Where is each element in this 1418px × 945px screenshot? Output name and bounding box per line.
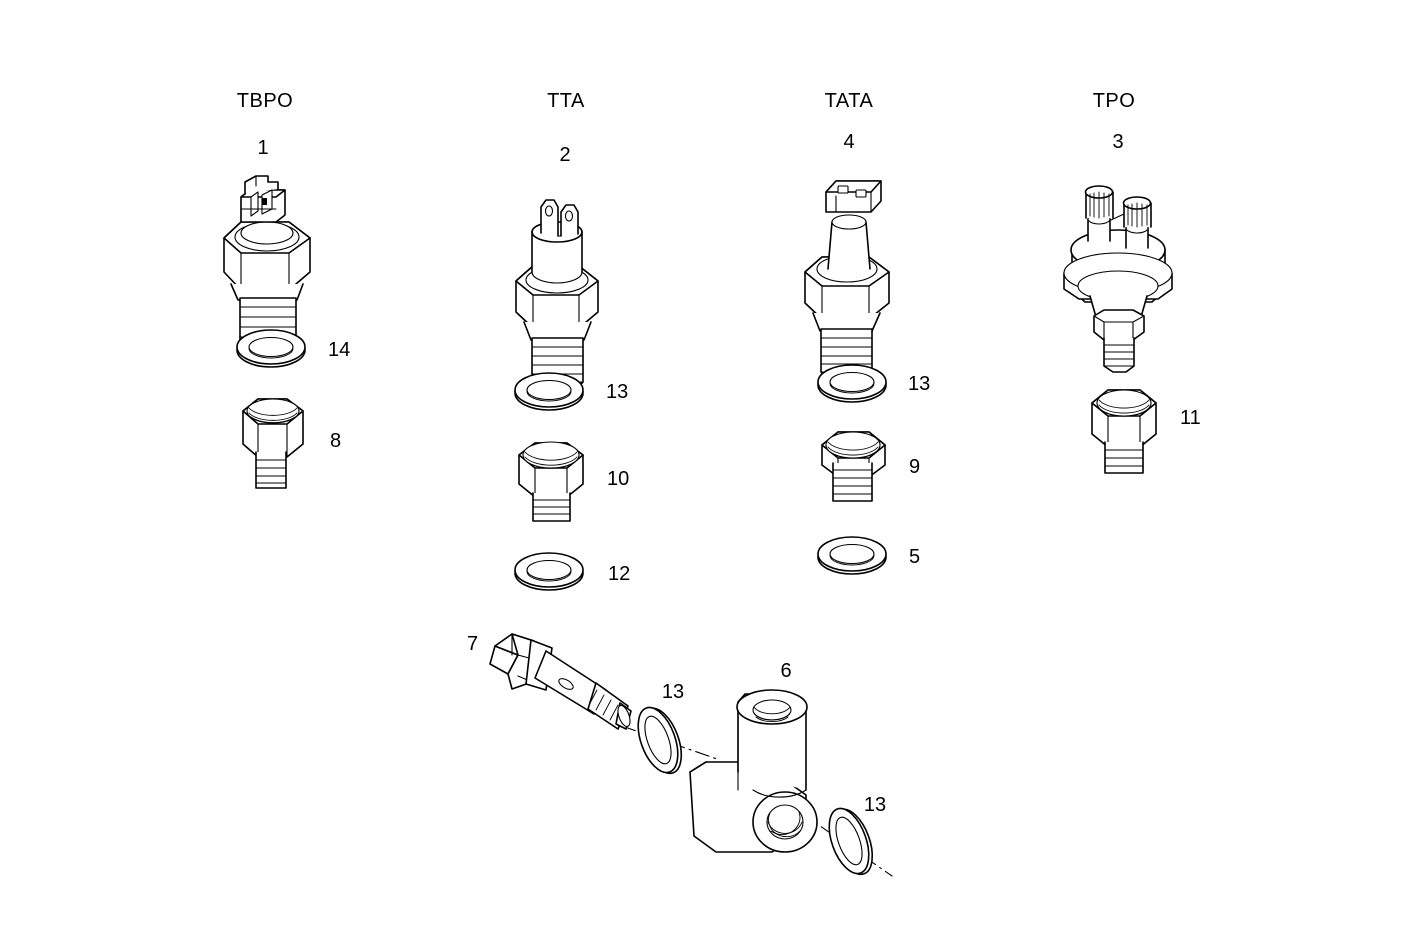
part-1-temperature-switch [223,175,311,357]
part-number-13-d: 13 [864,794,886,816]
column-header-tpo: TPO [1093,90,1136,112]
part-number-14: 14 [328,339,350,361]
part-number-4: 4 [843,131,854,153]
part-number-5: 5 [909,546,920,568]
column-tata: TATA 4 [804,90,930,575]
part-number-9: 9 [909,456,920,478]
part-13-washer-upper-assembly [629,701,690,780]
part-3-pressure-sender [1063,185,1173,373]
column-tpo: TPO 3 [1063,90,1201,474]
part-number-13-b: 13 [908,373,930,395]
part-7-banjo-bolt [489,633,632,730]
column-tta: TTA 2 [514,90,630,591]
part-9-adapter [821,431,886,502]
part-8-adapter [242,398,304,489]
part-11-adapter [1091,389,1157,474]
part-5-washer [817,536,887,575]
part-number-6: 6 [780,660,791,682]
part-4-temperature-sender [804,180,890,383]
part-number-10: 10 [607,468,629,490]
column-tbpo: TBPO 1 [223,90,350,489]
part-14-washer [236,329,306,368]
part-number-11: 11 [1180,407,1201,429]
column-header-tta: TTA [547,90,585,112]
column-header-tbpo: TBPO [237,90,293,112]
part-13-washer-col2 [514,372,584,411]
part-12-washer [514,552,584,591]
part-number-3: 3 [1112,131,1123,153]
part-number-1: 1 [257,137,268,159]
part-number-13-a: 13 [606,381,628,403]
part-number-13-c: 13 [662,681,684,703]
lower-assembly: 7 13 [467,633,893,881]
part-6-tee-block [689,689,818,853]
column-header-tata: TATA [825,90,874,112]
part-number-12: 12 [608,563,630,585]
part-2-temperature-switch [515,199,599,393]
part-number-7: 7 [467,633,478,655]
part-number-8: 8 [330,430,341,452]
part-10-adapter [518,441,584,522]
part-13-washer-col3 [817,364,887,403]
part-number-2: 2 [559,144,570,166]
